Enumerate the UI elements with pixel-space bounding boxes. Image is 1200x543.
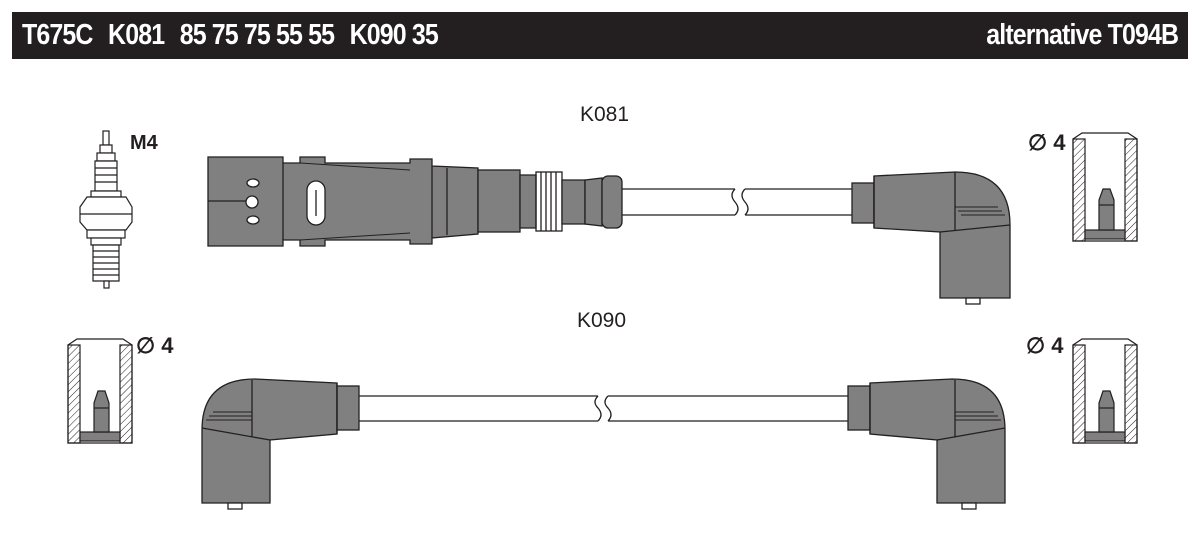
- alternative-part: alternative T094B: [986, 19, 1179, 51]
- code-1: K081: [108, 19, 165, 51]
- code-3: K090 35: [349, 19, 439, 51]
- part-number: T675C: [22, 19, 93, 51]
- cable-label-top: K081: [580, 103, 629, 126]
- title-bar: T675C K081 85 75 75 55 55 K090 35 altern…: [12, 12, 1188, 59]
- diameter-label-left: ∅ 4: [136, 333, 174, 358]
- coil-connector-top: [207, 156, 623, 247]
- cable-label-bottom: K090: [577, 309, 626, 332]
- cable-wire-bottom: [359, 395, 848, 422]
- plug-boot-top-right: [851, 171, 1011, 305]
- diameter-label-top-right: ∅ 4: [1028, 130, 1066, 155]
- diameter-label-bottom-right: ∅ 4: [1026, 333, 1064, 358]
- code-2: 85 75 75 55 55: [179, 19, 335, 51]
- part-codes: T675C K081 85 75 75 55 55 K090 35: [22, 19, 439, 52]
- cable-wire-top: [622, 188, 852, 216]
- plug-boot-bottom-right: [847, 378, 1006, 510]
- terminal-icon-bottom-right: [1072, 338, 1138, 444]
- spark-plug-icon: [79, 130, 133, 289]
- terminal-icon-left: [67, 338, 133, 444]
- plug-boot-bottom-left: [201, 378, 360, 510]
- thread-label: M4: [130, 132, 159, 154]
- terminal-icon-top-right: [1072, 132, 1138, 242]
